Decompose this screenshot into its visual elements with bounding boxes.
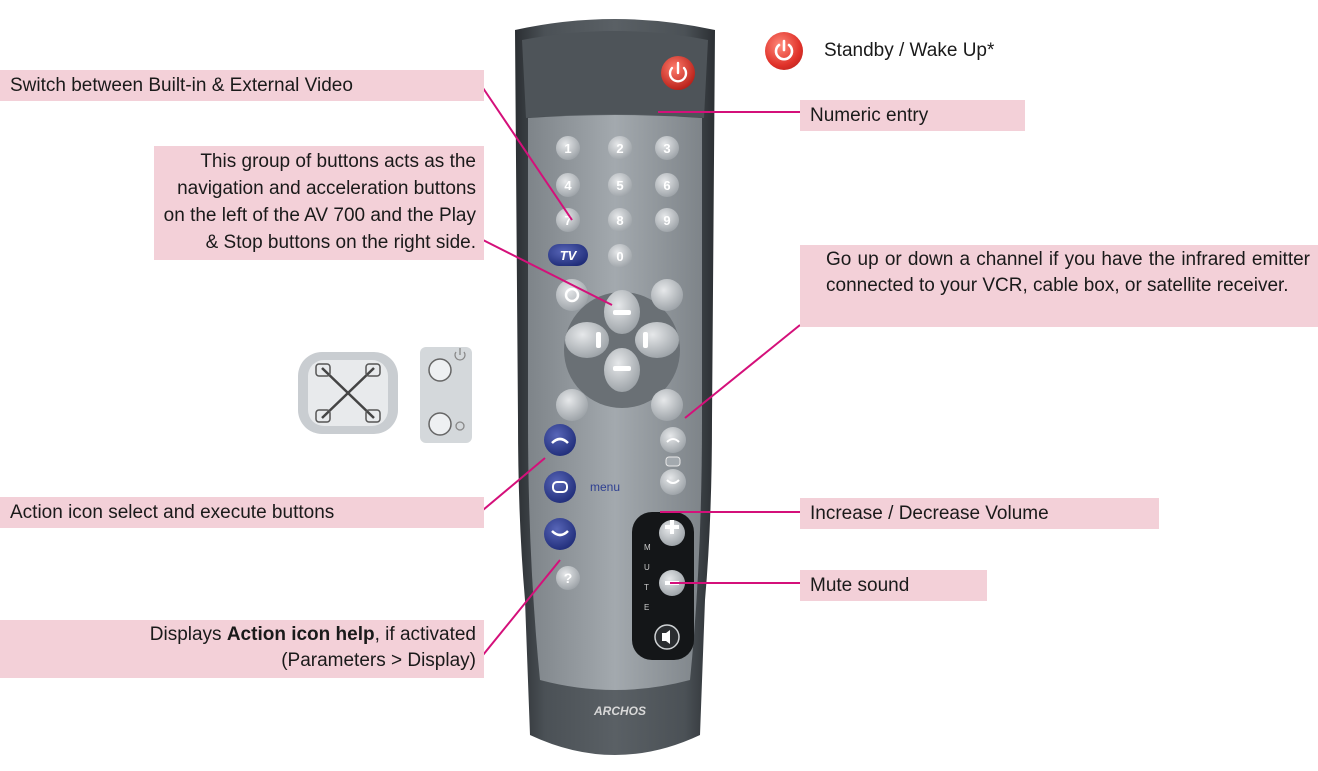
help-text-bold: Action icon help: [226, 624, 375, 645]
leader-action-select: [482, 457, 546, 511]
svg-text:T: T: [644, 583, 649, 592]
leader-navigation: [482, 239, 613, 306]
leader-channel: [684, 324, 801, 419]
label-volume: Increase / Decrease Volume: [800, 498, 1159, 529]
help-text-pre: Displays: [149, 624, 227, 645]
label-numeric-entry: Numeric entry: [800, 100, 1025, 131]
help-button: [556, 566, 580, 590]
key-8: 8: [616, 213, 623, 228]
key-1: 1: [564, 141, 571, 156]
svg-text:E: E: [644, 603, 649, 612]
svg-text:?: ?: [564, 570, 573, 586]
label-mute: Mute sound: [800, 570, 987, 601]
key-3: 3: [663, 141, 670, 156]
key-0: 0: [616, 249, 623, 264]
label-help: Displays Action icon help, if activated …: [0, 620, 484, 678]
label-navigation: This group of buttons acts as the naviga…: [154, 146, 484, 260]
tv-button: [548, 244, 588, 266]
svg-text:TV: TV: [560, 248, 578, 263]
navigation-cluster: [556, 279, 683, 421]
key-5: 5: [616, 178, 623, 193]
help-text-post: , if activated: [374, 624, 476, 645]
leader-help: [482, 559, 561, 656]
key-7: 7: [564, 213, 571, 228]
svg-text:M: M: [644, 543, 651, 552]
action-select-button: [544, 471, 576, 503]
leader-switch-video: [482, 87, 573, 221]
label-action-select: Action icon select and execute buttons: [0, 497, 484, 528]
help-text-line2: (Parameters > Display): [281, 650, 476, 671]
key-4: 4: [564, 178, 572, 193]
label-channel: Go up or down a channel if you have the …: [800, 245, 1318, 327]
device-navigation-cross-icon: [298, 352, 398, 434]
menu-label: menu: [590, 480, 620, 494]
key-9: 9: [663, 213, 670, 228]
label-switch-video: Switch between Built-in & External Video: [0, 70, 484, 101]
numeric-keypad: 1 2 3 4 5 6 7 8 9 0: [556, 136, 679, 268]
key-2: 2: [616, 141, 623, 156]
svg-text:U: U: [644, 563, 650, 572]
standby-label: Standby / Wake Up*: [824, 40, 995, 61]
device-side-buttons-icon: [420, 347, 472, 443]
key-6: 6: [663, 178, 670, 193]
brand-logo: ARCHOS: [593, 704, 646, 718]
standby-icon: [765, 32, 803, 70]
